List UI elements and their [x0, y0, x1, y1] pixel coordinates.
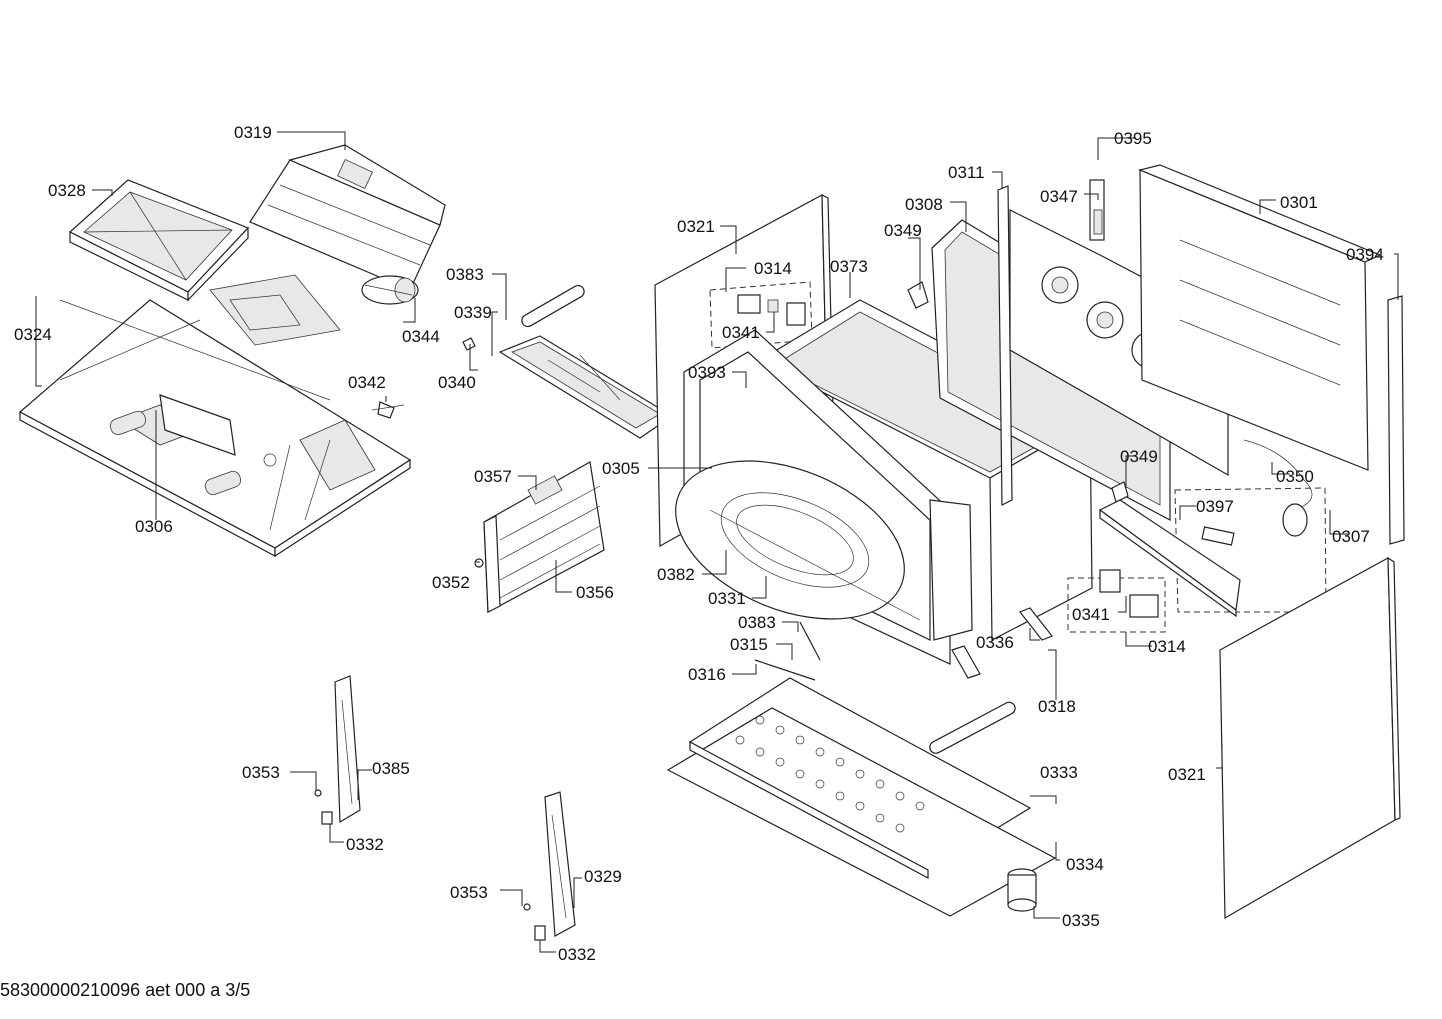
runner-left-group [314, 675, 361, 825]
part-0332-clip-a [321, 811, 333, 825]
part-0331-door-seal [675, 460, 905, 620]
label-0316: 0316 [688, 665, 726, 684]
part-labels: 0319 0328 0324 0344 0342 0306 0383 0339 … [14, 123, 1384, 964]
label-0333: 0333 [1040, 763, 1078, 782]
label-0356: 0356 [576, 583, 614, 602]
oven-cavity-group [675, 299, 1093, 665]
label-0321-right: 0321 [1168, 765, 1206, 784]
runner-right-group [523, 791, 576, 941]
label-0339: 0339 [454, 303, 492, 322]
part-0311-strip [997, 185, 1013, 506]
label-0311: 0311 [948, 163, 985, 182]
label-0332-left: 0332 [346, 835, 384, 854]
label-0349-top: 0349 [884, 221, 922, 240]
part-0349-sensor-b [1111, 481, 1129, 503]
label-0341-right: 0341 [1072, 605, 1110, 624]
label-0305: 0305 [602, 459, 640, 478]
label-0306: 0306 [135, 517, 173, 536]
label-0332-right: 0332 [558, 945, 596, 964]
label-0314-left: 0314 [754, 259, 792, 278]
label-0329: 0329 [584, 867, 622, 886]
label-0350: 0350 [1276, 467, 1314, 486]
label-0353-right: 0353 [450, 883, 488, 902]
label-0395: 0395 [1114, 129, 1152, 148]
label-0341-left: 0341 [722, 323, 760, 342]
part-0318-bracket-b [951, 645, 981, 679]
part-0318-bracket-a [1019, 607, 1053, 641]
label-0344: 0344 [402, 327, 440, 346]
grill-element-group [462, 284, 674, 439]
part-0329-runner [544, 791, 576, 937]
label-0315: 0315 [730, 635, 768, 654]
part-0394-side-strip [1387, 295, 1405, 545]
label-0301: 0301 [1280, 193, 1318, 212]
part-0307-fan [1282, 503, 1308, 537]
part-0353-screw-a [314, 789, 322, 797]
label-0383-top: 0383 [446, 265, 484, 284]
part-0349-sensor-a [907, 281, 929, 309]
part-0385-runner [334, 675, 361, 824]
label-0383-bottom: 0383 [738, 613, 776, 632]
part-0383-tube-bottom [929, 701, 1016, 754]
switch-group-left [709, 281, 813, 349]
label-0334: 0334 [1066, 855, 1104, 874]
label-0382: 0382 [657, 565, 695, 584]
part-0340-clip [462, 337, 476, 351]
part-0383-tube-top [521, 284, 585, 328]
label-0342: 0342 [348, 373, 386, 392]
label-0335: 0335 [1062, 911, 1100, 930]
part-0352-screw [474, 558, 484, 568]
label-0385: 0385 [372, 759, 410, 778]
part-0315-rod [799, 621, 821, 661]
label-0340: 0340 [438, 373, 476, 392]
part-0397-connector [1201, 526, 1235, 546]
label-0397: 0397 [1196, 497, 1234, 516]
label-0307: 0307 [1332, 527, 1370, 546]
part-0314-switch-left [737, 294, 761, 314]
bottom-plate-group [666, 621, 1057, 917]
rack-support-group [474, 461, 605, 613]
part-0350-cable [1243, 439, 1313, 511]
rear-panels-group [907, 164, 1405, 545]
part-0334-base [666, 707, 1057, 917]
top-fan-duct-assembly [18, 144, 446, 558]
electronics-group [1067, 487, 1327, 633]
label-0353-left: 0353 [242, 763, 280, 782]
part-0332-clip-b [534, 925, 546, 941]
label-0357: 0357 [474, 467, 512, 486]
leader-lines [35, 131, 1399, 953]
part-0353-screw-b [523, 903, 531, 911]
part-0316-rod [754, 659, 816, 681]
label-0373: 0373 [830, 257, 868, 276]
label-0349-right: 0349 [1120, 447, 1158, 466]
part-0336-trim [929, 499, 973, 641]
label-0321-left: 0321 [677, 217, 715, 236]
part-0341-cover-left [786, 302, 806, 326]
label-0394: 0394 [1346, 245, 1384, 264]
label-0328: 0328 [48, 181, 86, 200]
label-0324: 0324 [14, 325, 52, 344]
drawing-reference-footer: 58300000210096 aet 000 a 3/5 [0, 980, 251, 1000]
label-0314-right: 0314 [1148, 637, 1186, 656]
label-0331: 0331 [708, 589, 746, 608]
label-0393: 0393 [688, 363, 726, 382]
label-0352: 0352 [432, 573, 470, 592]
label-0308: 0308 [905, 195, 943, 214]
part-0342-bracket [377, 401, 395, 419]
part-0314-switch-right [1129, 594, 1159, 618]
label-0318: 0318 [1038, 697, 1076, 716]
label-0319: 0319 [234, 123, 272, 142]
part-0341-cover-right [1099, 569, 1121, 593]
label-0336: 0336 [976, 633, 1014, 652]
label-0347: 0347 [1040, 187, 1078, 206]
